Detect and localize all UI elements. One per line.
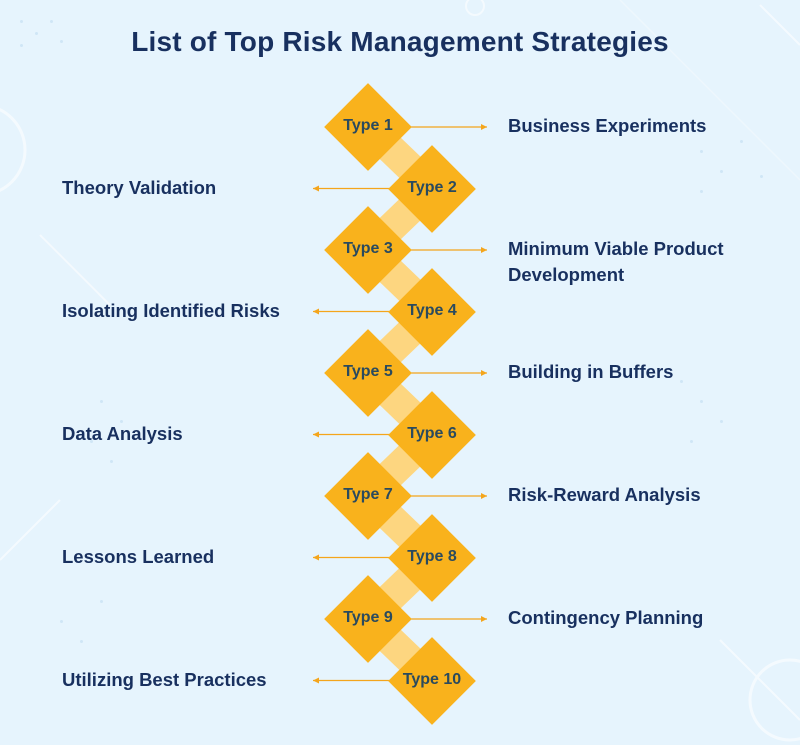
type-label-5: Type 5 [343,363,393,380]
arrow-8 [313,554,394,561]
strategy-text-10: Utilizing Best Practices [62,668,267,690]
type-label-6: Type 6 [407,424,457,442]
background-dot [680,380,683,383]
background-dot [50,20,53,23]
type-label-8: Type 8 [407,547,457,565]
strategy-text-3: Minimum Viable Product Development [508,238,724,285]
background-dot [700,400,703,403]
background-dot [100,400,103,403]
background-dot [90,440,93,443]
page-title: List of Top Risk Management Strategies [131,26,669,57]
background-dot [690,440,693,443]
background-dot [760,175,763,178]
background-dot [700,150,703,153]
arrow-3 [406,247,487,253]
background-dot [740,140,743,143]
strategy-text-9: Contingency Planning [508,607,704,628]
type-label-1: Type 1 [343,117,393,134]
arrow-4 [313,308,394,315]
background-dot [720,170,723,173]
background-dot [100,600,103,603]
type-label-10: Type 10 [402,670,462,688]
background-dot [60,620,63,623]
background-dot [720,420,723,423]
arrow-2 [313,185,394,192]
strategy-text-7: Risk-Reward Analysis [508,484,701,505]
strategy-text-5: Building in Buffers [508,361,674,382]
strategy-text-2: Theory Validation [62,176,217,198]
arrow-9 [406,616,487,622]
type-label-7: Type 7 [343,486,393,503]
background-dot [120,420,123,423]
background-dot [60,40,63,43]
strategy-text-4: Isolating Identified Risks [62,299,280,321]
arrow-6 [313,431,394,438]
background-dot [80,640,83,643]
strategy-text-8: Lessons Learned [62,545,215,567]
strategy-text-1: Business Experiments [508,115,707,136]
arrow-1 [406,124,487,130]
background-dot [20,20,23,23]
arrow-10 [313,677,394,684]
background-dot [700,190,703,193]
type-label-9: Type 9 [343,609,393,626]
strategy-text-6: Data Analysis [62,422,183,444]
background-dot [110,460,113,463]
type-label-2: Type 2 [407,178,457,196]
background-dot [20,44,23,47]
type-label-4: Type 4 [407,301,457,319]
arrow-5 [406,370,487,376]
arrow-7 [406,493,487,499]
background-dot [35,32,38,35]
type-label-3: Type 3 [343,240,393,257]
